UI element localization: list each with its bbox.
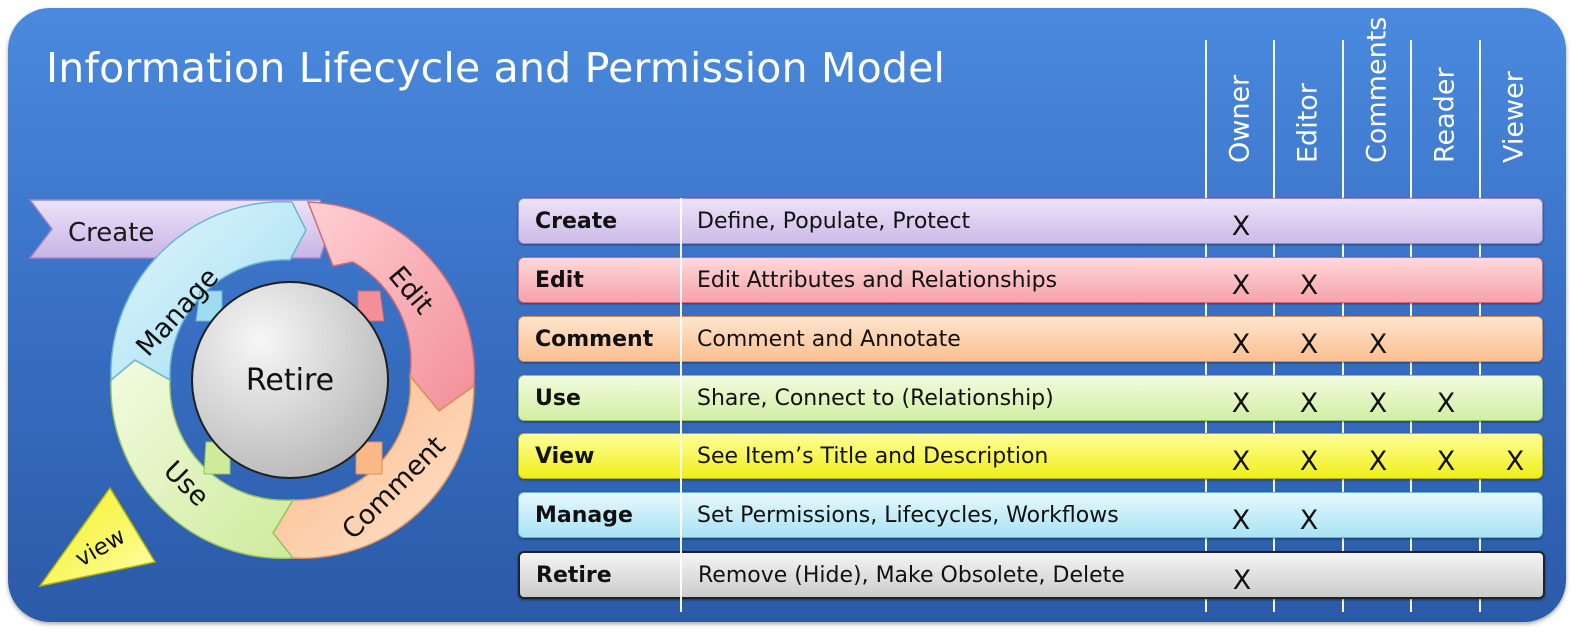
permission-row-view: View See Item’s Title and Description X … (518, 433, 1543, 479)
role-header-owner: Owner (1207, 44, 1273, 190)
edit-arc-shape (306, 201, 476, 413)
mark-comments: X (1368, 388, 1388, 419)
permission-row-use: Use Share, Connect to (Relationship) X X… (518, 375, 1543, 421)
lifecycle-panel: Information Lifecycle and Permission Mod… (8, 8, 1566, 622)
row-name: Create (535, 209, 618, 234)
column-divider (680, 198, 682, 612)
row-description: Set Permissions, Lifecycles, Workflows (697, 503, 1119, 528)
permission-row-edit: Edit Edit Attributes and Relationships X… (518, 257, 1543, 303)
row-description: Define, Populate, Protect (697, 209, 971, 234)
permission-row-retire: Retire Remove (Hide), Make Obsolete, Del… (518, 551, 1545, 599)
mark-reader: X (1436, 446, 1456, 477)
role-label: Viewer (1498, 71, 1530, 163)
page-title: Information Lifecycle and Permission Mod… (46, 44, 946, 92)
row-description: Edit Attributes and Relationships (697, 268, 1058, 293)
mark-owner: X (1231, 211, 1251, 242)
row-description: Remove (Hide), Make Obsolete, Delete (698, 563, 1125, 588)
mark-editor: X (1299, 446, 1319, 477)
permission-row-manage: Manage Set Permissions, Lifecycles, Work… (518, 492, 1543, 538)
row-name: Edit (535, 268, 584, 293)
permission-row-comment: Comment Comment and Annotate X X X (518, 316, 1543, 362)
mark-editor: X (1299, 388, 1319, 419)
mark-owner: X (1231, 270, 1251, 301)
view-triangle-shape (38, 486, 157, 588)
mark-editor: X (1299, 270, 1319, 301)
row-description: See Item’s Title and Description (697, 444, 1049, 469)
cycle-create-label: Create (68, 218, 154, 248)
mark-owner: X (1231, 388, 1251, 419)
row-name: Comment (535, 327, 654, 352)
row-name: Retire (536, 563, 612, 588)
mark-viewer: X (1505, 446, 1525, 477)
comment-inward-arrow-icon (355, 441, 383, 475)
mark-owner: X (1232, 565, 1252, 596)
role-label: Owner (1224, 74, 1256, 163)
row-name: Manage (535, 503, 633, 528)
role-label: Reader (1429, 67, 1461, 163)
manage-arc-shape (110, 201, 307, 382)
cycle-center-label: Retire (246, 363, 334, 398)
role-header-editor: Editor (1275, 44, 1341, 190)
lifecycle-cycle-diagram: Create Retire Manage Edit Comment Use vi… (28, 199, 476, 588)
role-header-viewer: Viewer (1481, 44, 1547, 190)
mark-comments: X (1368, 446, 1388, 477)
row-name: Use (535, 386, 581, 411)
role-header-comments: Comments (1344, 17, 1410, 190)
role-label: Comments (1361, 16, 1393, 163)
mark-editor: X (1299, 505, 1319, 536)
permission-row-create: Create Define, Populate, Protect X (518, 198, 1543, 244)
mark-comments: X (1368, 329, 1388, 360)
mark-owner: X (1231, 446, 1251, 477)
role-label: Editor (1292, 83, 1324, 163)
mark-owner: X (1231, 329, 1251, 360)
mark-reader: X (1436, 388, 1456, 419)
row-description: Comment and Annotate (697, 327, 961, 352)
role-header-reader: Reader (1412, 44, 1478, 190)
mark-editor: X (1299, 329, 1319, 360)
mark-owner: X (1231, 505, 1251, 536)
row-description: Share, Connect to (Relationship) (697, 386, 1054, 411)
retire-circle-shape (191, 281, 389, 479)
row-name: View (535, 444, 595, 469)
